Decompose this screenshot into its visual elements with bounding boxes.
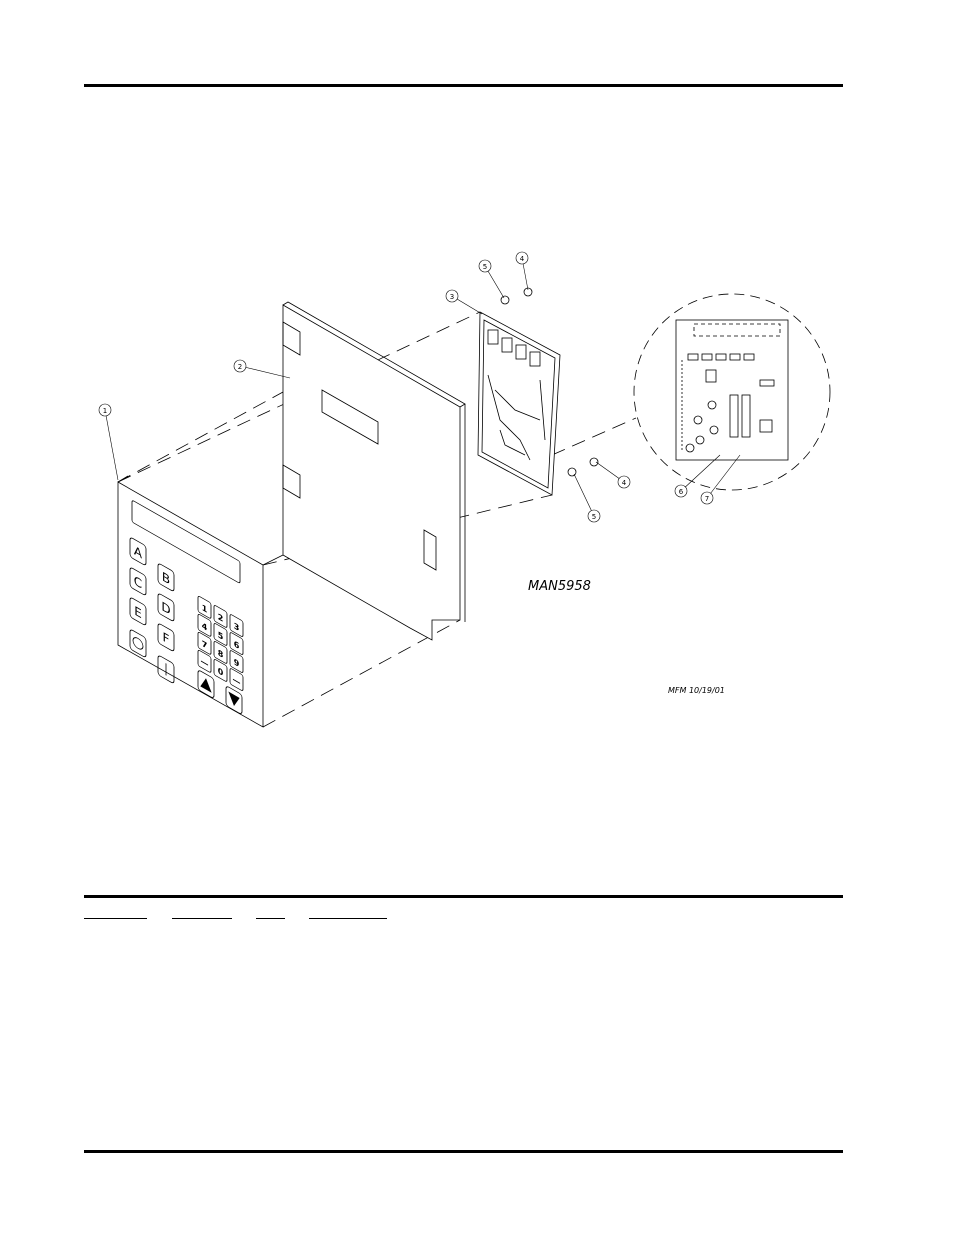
number-key: 9	[229, 650, 244, 673]
standoffs-part-5	[500, 295, 577, 477]
number-key: —	[197, 649, 212, 673]
svg-text:2: 2	[238, 363, 242, 371]
number-key: 3	[229, 614, 244, 637]
svg-text:5: 5	[592, 513, 596, 521]
svg-text:B: B	[162, 570, 170, 589]
svg-text:7: 7	[202, 639, 208, 651]
svg-text:D: D	[161, 600, 170, 619]
svg-text:2: 2	[218, 612, 224, 624]
callout-4: 4	[595, 461, 631, 489]
svg-text:—: —	[201, 657, 209, 671]
circuit-board-part-3	[477, 311, 561, 496]
svg-text:6: 6	[679, 488, 684, 496]
top-rule	[84, 84, 843, 87]
column-header-underline-3	[256, 918, 285, 919]
number-key: 4	[197, 613, 212, 637]
number-key: 6	[229, 632, 244, 655]
svg-text:5: 5	[483, 263, 487, 271]
callout-2: 2	[233, 359, 291, 379]
svg-text:C: C	[134, 574, 142, 593]
svg-text:4: 4	[622, 479, 627, 487]
number-key: 1	[197, 595, 212, 619]
number-key: 0	[213, 659, 228, 682]
number-key: 2	[213, 605, 228, 628]
svg-text:3: 3	[450, 293, 454, 301]
svg-text:4: 4	[202, 621, 208, 633]
key-c: C	[129, 567, 147, 596]
bottom-rule	[84, 1150, 843, 1153]
svg-text:5: 5	[218, 630, 224, 642]
callout-4: 4	[515, 251, 529, 291]
up-arrow-key	[197, 670, 215, 698]
column-header-underline-1	[84, 918, 147, 919]
callout-7: 7	[700, 454, 741, 505]
number-key: 5	[213, 623, 228, 646]
table-top-rule	[84, 895, 843, 898]
drafter-stamp: MFM 10/19/01	[668, 686, 725, 695]
stop-key	[157, 655, 175, 684]
callout-1: 1	[98, 403, 119, 481]
svg-text:F: F	[163, 630, 170, 648]
svg-text:9: 9	[234, 657, 240, 669]
svg-text:1: 1	[202, 603, 208, 615]
key-a: A	[129, 537, 147, 566]
column-header-underline-2	[172, 918, 232, 919]
svg-text:3: 3	[234, 621, 240, 633]
svg-text:E: E	[134, 604, 142, 622]
svg-text:A: A	[134, 544, 142, 563]
callout-5: 5	[478, 259, 505, 299]
number-key: 8	[213, 641, 228, 664]
callout-3: 3	[445, 289, 483, 315]
key-e: E	[129, 597, 147, 626]
down-arrow-key	[225, 686, 243, 714]
number-key: 7	[197, 631, 212, 655]
panel-part-2	[282, 301, 466, 641]
screws-part-4	[523, 287, 599, 467]
svg-text:4: 4	[520, 255, 525, 263]
power-key	[129, 629, 147, 658]
column-header-underline-4	[309, 918, 387, 919]
key-b: B	[157, 563, 175, 592]
svg-text:7: 7	[705, 495, 709, 503]
faceplate-part-1: A B CD E F 123 456 789 — 0 —	[117, 475, 284, 728]
callout-6: 6	[674, 454, 721, 498]
number-key: —	[229, 668, 244, 691]
svg-text:1: 1	[103, 407, 107, 415]
callout-5: 5	[573, 473, 601, 523]
svg-text:0: 0	[218, 666, 224, 678]
drawing-number: MAN5958	[528, 579, 591, 594]
svg-text:—: —	[233, 675, 241, 689]
svg-text:6: 6	[234, 639, 240, 651]
detail-view-circle	[633, 293, 831, 491]
key-d: D	[157, 593, 175, 622]
svg-text:8: 8	[218, 648, 224, 660]
key-f: F	[157, 623, 175, 652]
